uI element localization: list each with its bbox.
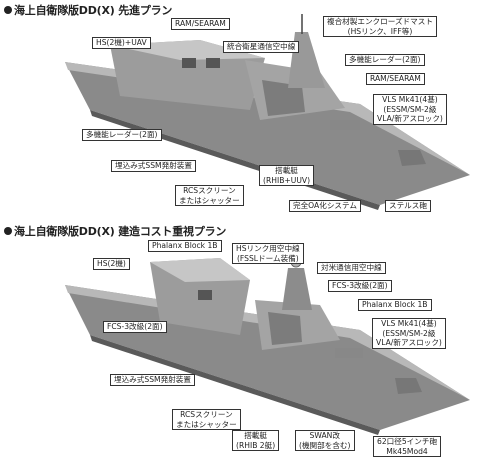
plan1-label-composite-mast: 複合材製エンクローズドマスト(HSリンク、IFF等): [323, 16, 437, 37]
plan1-label-mfr-lower: 多機能レーダー(2面): [82, 129, 162, 141]
plan2-label-boat: 搭載艇(RHIB 2艇): [232, 430, 280, 451]
plan2-deck: [65, 285, 470, 400]
plan1-title: 海上自衛隊版DD(X) 先進プラン: [4, 2, 172, 18]
bullet-icon: [4, 227, 12, 235]
plan2-mast: [282, 268, 312, 310]
plan1-label-integrated-comm: 統合衛星通信空中線: [223, 41, 300, 53]
plan1-deck: [65, 62, 470, 175]
plan1-label-boat: 搭載艇(RHIB+UUV): [259, 165, 315, 186]
plan2-label-rcs: RCSスクリーンまたはシャッター: [172, 409, 241, 430]
plan1-label-oa: 完全OA化システム: [289, 200, 361, 212]
plan1-gun: [398, 150, 426, 166]
plan2-waterline: [90, 335, 380, 435]
plan1-label-rcs: RCSスクリーンまたはシャッター: [175, 185, 244, 206]
plan2-label-ssm: 埋込み式SSM発射装置: [110, 374, 195, 386]
plan2-label-hs: HS(2機): [93, 258, 130, 270]
plan1-label-ssm: 埋込み式SSM発射装置: [111, 160, 196, 172]
plan1-ram-launcher: [206, 58, 220, 68]
plan2-label-fcs-lower: FCS-3改級(2面): [103, 321, 167, 333]
plan2-label-phalanx-right: Phalanx Block 1B: [358, 299, 432, 311]
plan1-label-ram-right: RAM/SEARAM: [366, 73, 425, 85]
plan1-label-stealth-gun: ステルス砲: [385, 200, 431, 212]
plan2-vls: [335, 348, 363, 358]
plan2-phalanx: [198, 290, 212, 300]
plan2-label-swan: SWAN改(機関部を含む): [295, 430, 355, 451]
plan1-label-ram-top: RAM/SEARAM: [171, 18, 230, 30]
plan2-label-phalanx-top: Phalanx Block 1B: [148, 240, 222, 252]
plan2-title: 海上自衛隊版DD(X) 建造コスト重視プラン: [4, 223, 226, 239]
plan1-vls: [330, 120, 360, 130]
plan2-gun: [395, 378, 422, 394]
plan1-ram-launcher: [182, 58, 196, 68]
plan2-hangar-top: [150, 258, 250, 282]
plan1-label-hs: HS(2機)+UAV: [92, 37, 151, 49]
plan2-label-fcs-upper: FCS-3改級(2面): [328, 280, 392, 292]
plan1-radar-face: [262, 80, 305, 116]
plan2-label-hs-link: HSリンク用空中線(FSSLドーム装備): [232, 243, 304, 264]
plan2-label-satcom: 対米通信用空中線: [317, 262, 386, 274]
bullet-icon: [4, 6, 12, 14]
plan2-radar-face: [268, 312, 302, 345]
plan1-label-mfr-upper: 多機能レーダー(2面): [345, 54, 425, 66]
